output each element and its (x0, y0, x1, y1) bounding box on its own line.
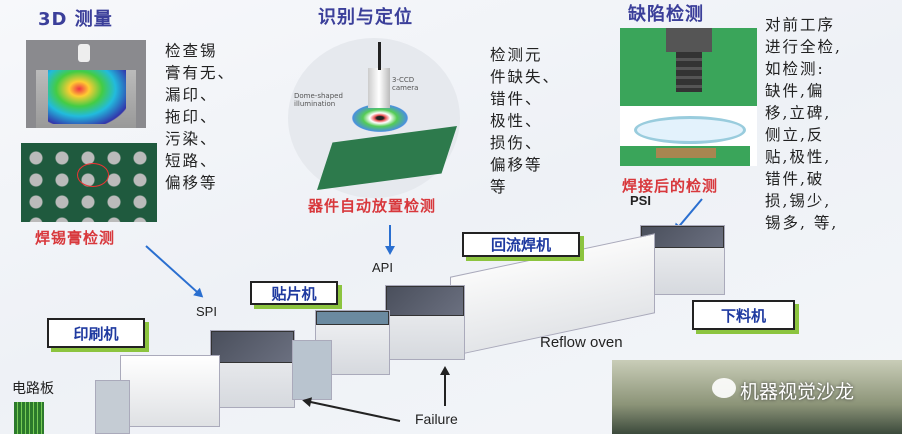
printer-machine (120, 355, 220, 427)
text-line: 污染、 (165, 130, 218, 148)
psi-description: 对前工序 进行全检, 如检测: 缺件,偏 移,立碑, 侧立,反 贴,极性, 错件… (765, 14, 842, 234)
text-line: 拖印、 (165, 108, 218, 126)
psi-title: 缺陷检测 (628, 4, 704, 25)
text-line: 偏移等 (165, 174, 218, 192)
spi-label: SPI (196, 304, 217, 319)
text-line: 错件、 (490, 90, 543, 108)
text-line: 错件,破 (765, 170, 825, 188)
printer-label: 印刷机 (47, 318, 145, 348)
api-label: API (372, 260, 393, 275)
reflow-entry-module (385, 285, 465, 360)
text-line: 损伤、 (490, 134, 543, 152)
placer-label: 贴片机 (250, 281, 338, 305)
dome-label: Dome-shaped illumination (294, 92, 343, 108)
spi-description: 检查锡 膏有无、 漏印、 拖印、 污染、 短路、 偏移等 (165, 40, 235, 194)
wechat-icon (712, 378, 736, 398)
text-line: 移,立碑, (765, 104, 832, 122)
text-line: 进行全检, (765, 38, 842, 56)
reflow-oven-label: Reflow oven (540, 334, 623, 351)
failure-back-arrow (303, 399, 401, 422)
solder-paste-pcb-image (21, 143, 157, 222)
api-description: 检测元 件缺失、 错件、 极性、 损伤、 偏移等 等 (490, 44, 560, 198)
watermark-text: 机器视觉沙龙 (740, 381, 855, 403)
failure-up-arrow (444, 368, 446, 406)
spi-arrow (145, 245, 203, 297)
text-line: 如检测: (765, 60, 825, 78)
pcb-image (14, 402, 44, 434)
feeder-module (292, 340, 332, 400)
api-title: 识别与定位 (318, 7, 413, 28)
text-line: 缺件,偏 (765, 82, 825, 100)
pcb-label: 电路板 (12, 381, 54, 397)
text-line: 贴,极性, (765, 148, 832, 166)
factory-photo: 机器视觉沙龙 (612, 360, 902, 434)
text-line: 损,锡少, (765, 192, 832, 210)
text-line: 侧立,反 (765, 126, 825, 144)
camera-label: 3-CCD camera (392, 76, 419, 92)
3d-measurement-image (26, 40, 146, 128)
psi-label: PSI (630, 193, 651, 208)
placer-module-1 (210, 330, 295, 408)
spi-title: 3D 测量 (38, 9, 113, 30)
text-line: 锡多, 等, (765, 214, 839, 232)
failure-label: Failure (415, 411, 458, 427)
reflow-label: 回流焊机 (462, 232, 580, 257)
api-caption: 器件自动放置检测 (308, 197, 437, 215)
api-illustration: 3-CCD camera Dome-shaped illumination (288, 38, 460, 198)
text-line: 膏有无、 (165, 64, 236, 82)
text-line: 短路、 (165, 152, 218, 170)
api-arrow (389, 225, 391, 253)
psi-caption: 焊接后的检测 (622, 177, 719, 195)
text-line: 检测元 (490, 46, 543, 64)
text-line: 检查锡 (165, 42, 218, 60)
text-line: 件缺失、 (490, 68, 561, 86)
loader-machine (95, 380, 130, 434)
text-line: 偏移等 (490, 156, 543, 174)
text-line: 漏印、 (165, 86, 218, 104)
unloader-label: 下料机 (692, 300, 795, 330)
spi-caption: 焊锡膏检测 (35, 229, 116, 247)
text-line: 等 (490, 178, 508, 196)
text-line: 对前工序 (765, 16, 836, 34)
defect-inspection-image (620, 28, 757, 166)
text-line: 极性、 (490, 112, 543, 130)
